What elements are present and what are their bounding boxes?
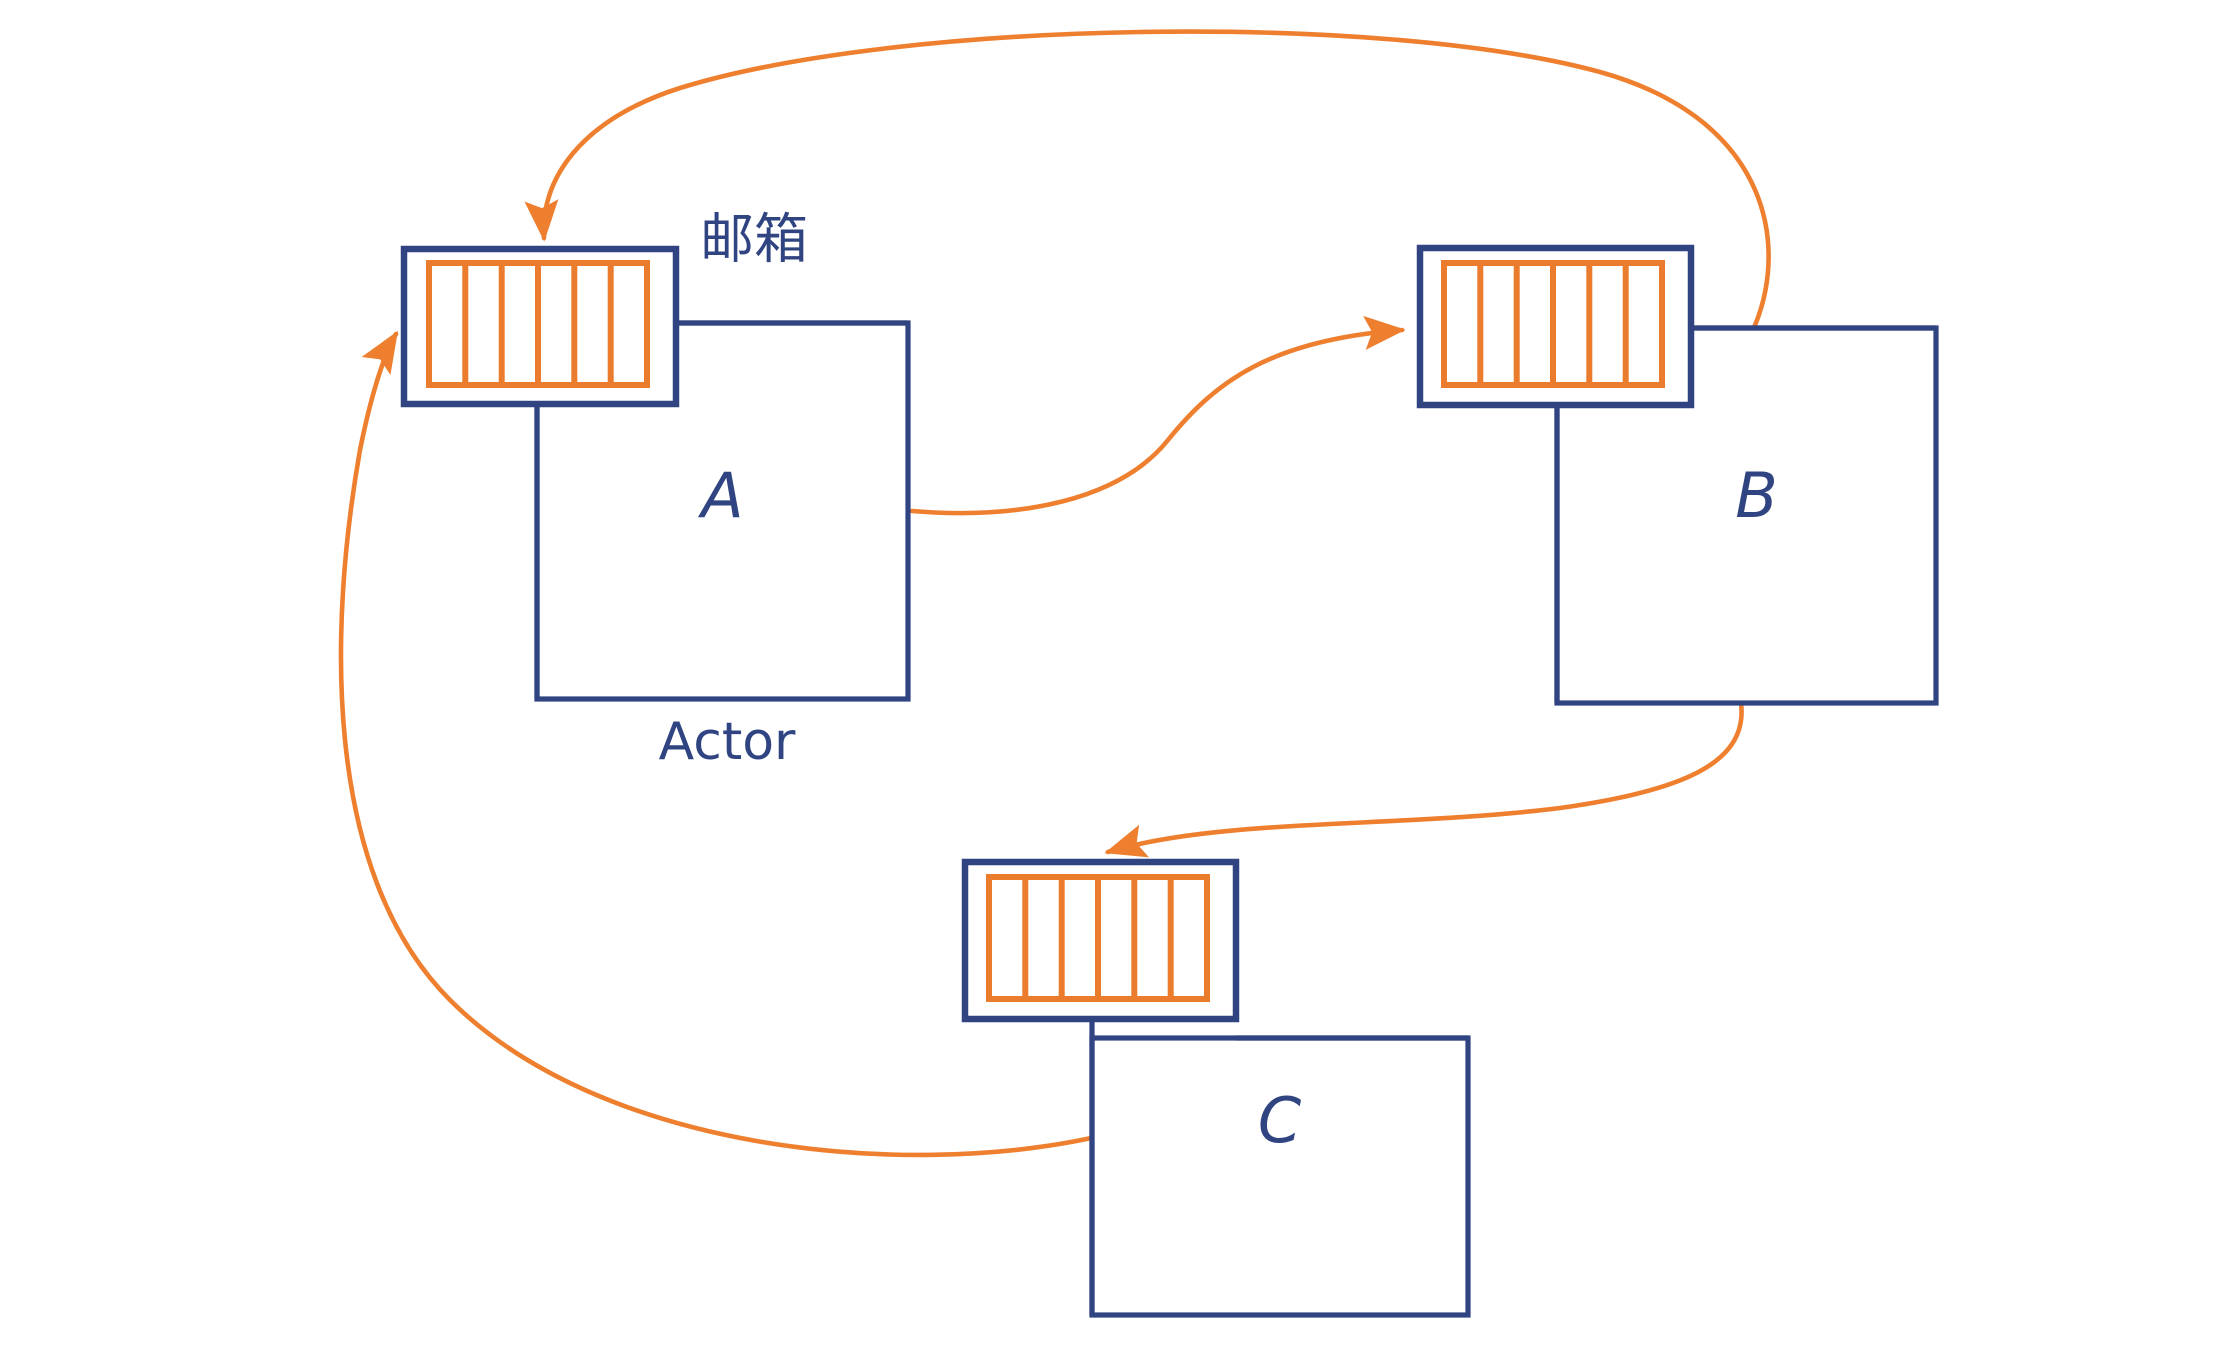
actor-annotation-label: Actor	[659, 712, 796, 772]
actor-node-a[interactable]: A	[400, 245, 911, 702]
edge-b-to-a-path	[524, 29, 1771, 335]
edge-b-to-a[interactable]	[524, 29, 1771, 335]
edge-b-to-c[interactable]	[1104, 700, 1744, 858]
actor-a-mailbox-slots	[426, 260, 650, 388]
actor-c-body	[1089, 1035, 1471, 1318]
mailbox-annotation-label: 邮箱	[700, 208, 808, 271]
edge-a-to-b[interactable]	[909, 315, 1406, 516]
actor-b-label: B	[1735, 459, 1779, 532]
edge-b-to-c-path	[1104, 700, 1744, 858]
actor-c-mailbox-slots	[986, 874, 1210, 1002]
actor-a-label: A	[697, 459, 744, 532]
edge-c-to-a[interactable]	[338, 330, 1099, 1158]
edge-a-to-b-path	[909, 315, 1406, 516]
actor-b-mailbox-slots	[1441, 260, 1665, 388]
actor-node-b[interactable]: B	[1416, 244, 1939, 706]
actor-node-c[interactable]: C	[961, 858, 1471, 1318]
actor-c-label: C	[1258, 1084, 1302, 1157]
edge-c-to-a-path	[338, 330, 1099, 1158]
